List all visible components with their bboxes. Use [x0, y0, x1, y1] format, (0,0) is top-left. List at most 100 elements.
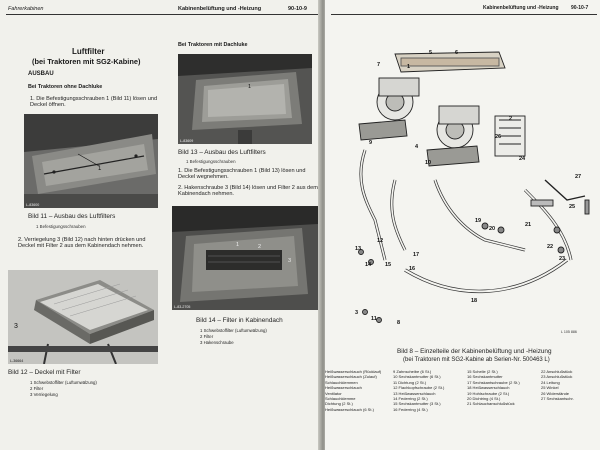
figure-13-legend: 1 Befestigungsschrauben: [186, 159, 236, 164]
figure-14-caption: Bild 14 – Filter in Kabinendach: [196, 317, 283, 324]
figure-13-code: L-83609: [180, 139, 194, 143]
figure-8-caption: Bild 8 – Einzelteile der Kabinenbelüftun…: [397, 348, 552, 355]
legend-item: 22 Anschlußstück: [541, 369, 573, 374]
legend-item: 26 Widerstände: [541, 390, 570, 396]
legend-item: 2 Filter: [200, 333, 214, 339]
svg-text:3: 3: [14, 323, 18, 330]
legend-item: 15 Sechskantmutter (3 St.): [393, 401, 441, 407]
svg-text:1: 1: [98, 166, 102, 172]
section-title: Luftfilter: [72, 47, 105, 56]
legend-item: 2 Filter: [30, 385, 44, 391]
callout-20: 20: [489, 226, 496, 232]
legend-item: 3 Hakenschraube: [200, 339, 234, 345]
book-spine: [318, 0, 328, 450]
figure-12-photo: 3 L-36664: [8, 270, 158, 364]
callout-13: 13: [355, 246, 362, 252]
page-number: 90-10-9: [288, 6, 307, 12]
step-4: 2. Hakenschraube 3 (Bild 14) lösen und F…: [178, 185, 318, 198]
figure-14-code: L-83-2705: [174, 305, 191, 309]
figure-11-legend: 1 Befestigungsschrauben: [36, 224, 86, 229]
right-page: Kabinenbelüftung und -Heizung 90-10-7: [325, 0, 600, 450]
svg-text:1: 1: [248, 84, 251, 90]
header-section: Fahrerkabinen: [8, 6, 44, 12]
figure-11-code: L-83600: [26, 203, 40, 207]
parts-legend-col-3: 15 Schelle (2 St.) 16 Sechskantmutter 17…: [467, 369, 520, 407]
legend-item: 12 Flachkopfschraube (2 St.): [393, 385, 445, 391]
legend-item: 13 Heißwasserschlauch: [393, 390, 436, 396]
legend-item: Heißwasserschlauch (Rücklauf): [325, 369, 382, 374]
figure-12-code: L-36664: [10, 359, 24, 363]
subheading-mit-dachluke: Bei Traktoren mit Dachluke: [178, 42, 248, 48]
callout-14: 14: [365, 262, 372, 268]
figure-8-code: L 105 886: [561, 330, 577, 334]
callout-24: 24: [519, 156, 526, 162]
parts-legend-col-1: Heißwasserschlauch (Rücklauf) Heißwasser…: [325, 369, 381, 412]
header-title: Kabinenbelüftung und -Heizung: [178, 6, 262, 12]
legend-item: 25 Winkel: [541, 385, 559, 391]
figure-12-caption: Bild 12 – Deckel mit Filter: [8, 369, 81, 376]
callout-15: 15: [385, 262, 392, 268]
header-title: Kabinenbelüftung und -Heizung: [483, 5, 559, 11]
figure-13-caption: Bild 13 – Ausbau des Luftfilters: [178, 149, 266, 156]
legend-item: 17 Sechskantschraube (2 St.): [467, 379, 520, 385]
header-rule: [331, 14, 597, 15]
legend-item: 16 Sechskantmutter: [467, 374, 503, 380]
callout-25: 25: [569, 204, 576, 210]
legend-item: Heißwasserschlauch (Zulauf): [325, 374, 377, 380]
filter-in-roof-illustration: 1 2 3: [172, 206, 318, 310]
callout-3: 3: [355, 310, 359, 316]
svg-text:2: 2: [258, 244, 261, 250]
legend-item: Heißwasserschlauch: [325, 385, 362, 391]
roof-photo-illustration: 1: [24, 114, 158, 208]
callout-16: 16: [409, 266, 416, 272]
callout-17: 17: [413, 252, 420, 258]
legend-item: 10 Sechskantmutter (6 St.): [393, 374, 441, 380]
callout-11: 11: [371, 316, 377, 322]
legend-item: Dichtung (2 St.): [325, 401, 353, 407]
lid-with-filter-illustration: 3: [8, 270, 158, 364]
callout-5: 5: [429, 50, 433, 56]
callout-7: 7: [377, 62, 381, 68]
legend-item: 19 Hohlschraube (2 St.): [467, 390, 510, 396]
callout-21: 21: [525, 222, 532, 228]
legend-item: 20 Dichtring (4 St.): [467, 395, 501, 401]
left-page: Fahrerkabinen Kabinenbelüftung und -Heiz…: [0, 0, 322, 450]
step-2: 2. Verriegelung 3 (Bild 12) nach hinten …: [18, 237, 146, 250]
callout-18: 18: [471, 298, 478, 304]
legend-item: 14 Federring (2 St.): [393, 395, 428, 401]
callout-6: 6: [455, 50, 459, 56]
svg-text:3: 3: [288, 258, 291, 264]
callout-10: 10: [425, 160, 432, 166]
figure-12-legend: 1 Schwebstoffilter (Luftumwälzung) 2 Fil…: [30, 380, 97, 397]
legend-item: Schlauchklemmen: [325, 379, 358, 385]
figure-13-photo: 1 L-83609: [178, 54, 312, 144]
legend-item: 1 Schwebstoffilter (Luftumwälzung): [200, 328, 267, 333]
parts-legend-col-2: 9 Zahnscheibe (6 St.) 10 Sechskantmutter…: [393, 369, 444, 412]
callout-2: 2: [509, 116, 513, 122]
legend-item: 11 Dichtung (2 St.): [393, 379, 427, 385]
section-subtitle: (bei Traktoren mit SG2-Kabine): [32, 57, 141, 66]
callout-9: 9: [369, 140, 373, 146]
svg-text:1: 1: [236, 242, 239, 248]
step-3: 1. Die Befestigungsschrauben 1 (Bild 13)…: [178, 168, 306, 181]
legend-item: 9 Zahnscheibe (6 St.): [393, 369, 432, 374]
legend-item: 24 Leitung: [541, 379, 560, 385]
heading-ausbau: AUSBAU: [28, 71, 54, 77]
exploded-parts-drawing: [358, 51, 590, 323]
callout-22: 22: [547, 244, 554, 250]
subheading-ohne-dachluke: Bei Traktoren ohne Dachluke: [28, 84, 103, 90]
legend-item: Schlauchklemme: [325, 395, 356, 401]
figure-11-photo: 1 L-83600: [24, 114, 158, 208]
callout-26: 26: [495, 134, 502, 140]
header-rule: [6, 14, 318, 15]
figure-14-photo: 1 2 3 L-83-2705: [172, 206, 318, 310]
legend-item: 3 Verriegelung: [30, 391, 58, 397]
callout-8: 8: [397, 320, 401, 326]
parts-legend-col-4: 22 Anschlußstück 23 Anschlußstück 24 Lei…: [541, 369, 574, 401]
roof-hatch-illustration: 1: [178, 54, 312, 144]
step-1: 1. Die Befestigungsschrauben 1 (Bild 11)…: [30, 96, 158, 109]
legend-item: Ventilator: [325, 390, 342, 396]
callout-23: 23: [559, 256, 566, 262]
legend-item: 16 Federring (4 St.): [393, 406, 428, 412]
figure-11-caption: Bild 11 – Ausbau des Luftfilters: [28, 213, 116, 220]
